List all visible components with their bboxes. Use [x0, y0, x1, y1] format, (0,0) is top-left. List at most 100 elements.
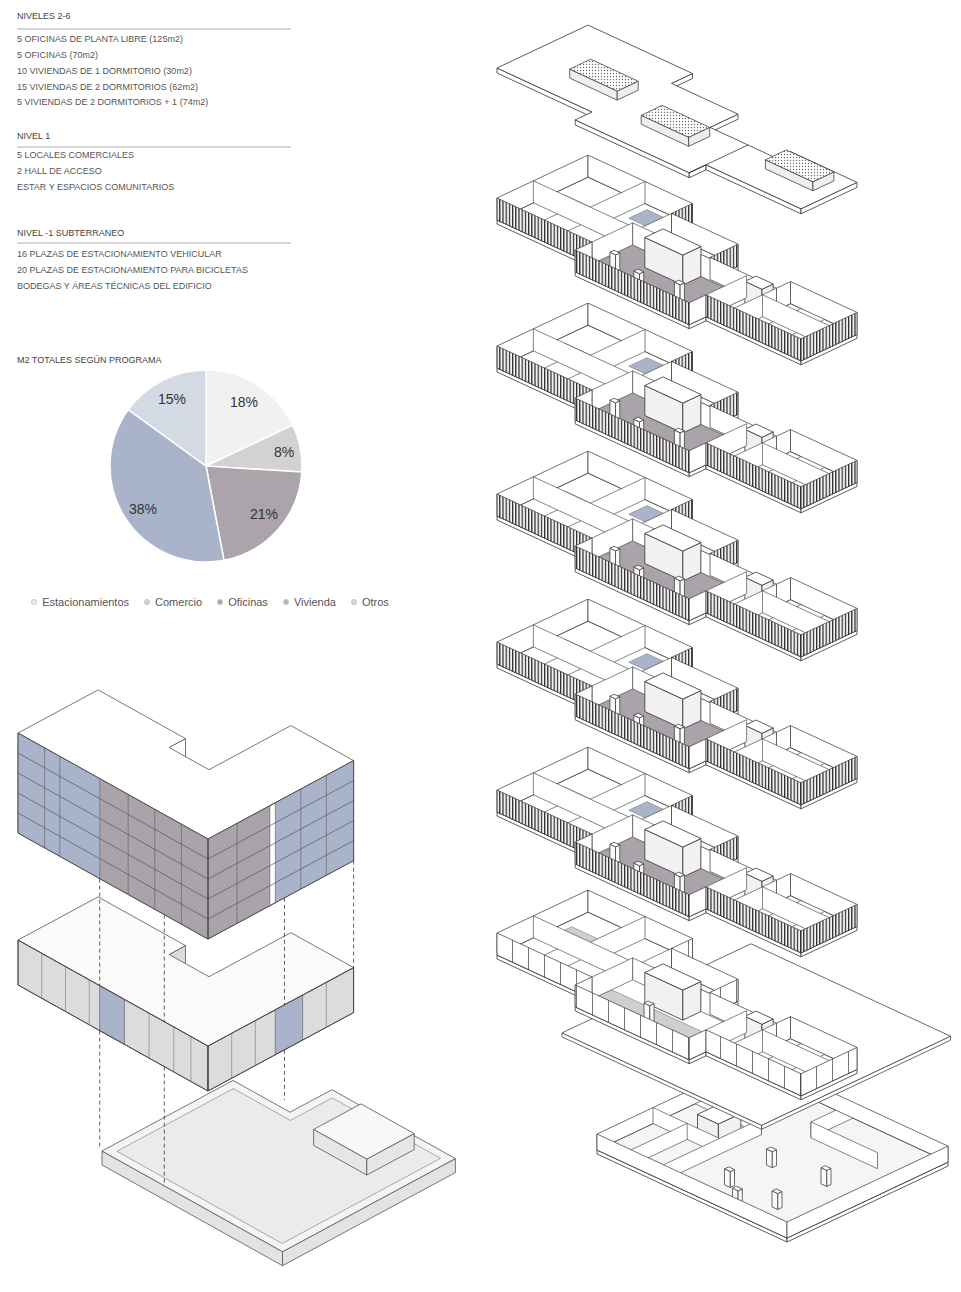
facade-wall [689, 887, 706, 917]
stair-core-top [645, 377, 701, 403]
column-top [674, 280, 684, 285]
legend-swatch [31, 599, 37, 605]
mullion [41, 953, 42, 998]
mullion [154, 809, 155, 909]
volume-edge [208, 968, 354, 1091]
roof-skylight-top [570, 59, 639, 91]
chart-title: M2 TOTALES SEGÚN PROGRAMA [17, 355, 162, 365]
mullion [59, 756, 60, 856]
column-top [674, 724, 684, 729]
facade-wall [689, 591, 706, 621]
mullion [99, 779, 100, 879]
mullion [300, 789, 301, 889]
facade-wall [706, 591, 801, 657]
column-top [674, 428, 684, 433]
program-item: 5 OFICINAS DE PLANTA LIBRE (125m2) [17, 34, 183, 44]
facade-wall [801, 904, 857, 952]
facade-wall [689, 295, 706, 325]
facade-panel [208, 806, 270, 939]
basement-core-top [314, 1104, 415, 1159]
column-side [821, 1168, 827, 1187]
stair-core-top [645, 964, 701, 990]
stair-core-top [645, 229, 701, 255]
column-top [767, 1147, 777, 1152]
facade-wall [706, 443, 801, 509]
facade-panel [18, 733, 100, 879]
heading-rules [17, 29, 291, 243]
mullion [275, 803, 276, 903]
legend-label: Comercio [155, 596, 202, 608]
program-item: 5 LOCALES COMERCIALES [17, 150, 134, 160]
stair-core-top [745, 1011, 773, 1024]
facade-wall [787, 1146, 948, 1238]
column-side [778, 1192, 782, 1210]
stair-core-top [745, 424, 773, 437]
mullion [237, 823, 238, 923]
explode-line [99, 879, 100, 986]
legend-item: Comercio [144, 596, 202, 608]
mullion [44, 748, 45, 848]
facade-wall [706, 295, 801, 361]
facade-wall [801, 312, 857, 360]
roof-skylight-top [765, 150, 834, 182]
stair-core-top [645, 821, 701, 847]
mullion [326, 775, 327, 875]
column-top [610, 842, 620, 847]
facade-panel [275, 995, 302, 1055]
column-side [725, 1169, 731, 1188]
mullion [255, 1021, 256, 1066]
percentage-label: 15% [158, 391, 186, 407]
program-item: ESTAR Y ESPACIOS COMUNITARIOS [17, 182, 174, 192]
facade-wall [575, 546, 689, 621]
column-top [674, 576, 684, 581]
program-item: 5 OFICINAS (70m2) [17, 50, 98, 60]
legend-label: Oficinas [228, 596, 268, 608]
stair-core-top [745, 720, 773, 733]
column-top [772, 1189, 782, 1194]
facade-wall [597, 1134, 787, 1238]
column-top [644, 1001, 654, 1006]
legend-swatch [144, 599, 150, 605]
heading-rule [17, 243, 291, 244]
mullion [231, 1033, 232, 1078]
stair-core-top [645, 525, 701, 551]
facade-wall [801, 1047, 857, 1095]
mullion [89, 980, 90, 1025]
floor-plans-exploded [497, 25, 951, 1242]
facade-wall [706, 887, 801, 953]
floor-line [18, 793, 208, 899]
column-top [821, 1166, 831, 1171]
column-top [610, 398, 620, 403]
legend-swatch [217, 599, 223, 605]
column-top [634, 417, 644, 422]
partition-wall [811, 1122, 878, 1169]
facade-wall [689, 739, 706, 769]
mullion [326, 982, 327, 1027]
roof-joint [689, 145, 748, 173]
column-top [674, 872, 684, 877]
explode-line [164, 915, 165, 1022]
column-side [730, 1170, 734, 1188]
legend-item: Estacionamientos [31, 596, 129, 608]
explode-line [284, 898, 285, 1005]
mullion [269, 806, 270, 906]
facade-panel [100, 779, 208, 939]
column-top [634, 713, 644, 718]
mullion [149, 1013, 150, 1058]
facade-wall [575, 250, 689, 325]
level-heading: NIVEL 1 [17, 131, 50, 141]
basement-floor [117, 1089, 441, 1244]
canopy-top [562, 944, 951, 1126]
floor-line [208, 801, 354, 879]
legend: EstacionamientosComercioOficinasVivienda… [31, 596, 389, 608]
column-top [634, 861, 644, 866]
percentage-label: 38% [129, 501, 157, 517]
floor-line [208, 821, 354, 899]
stair-core-top [645, 673, 701, 699]
facade-wall [575, 842, 689, 917]
floor-line [18, 813, 208, 919]
program-item: 15 VIVIENDAS DE 2 DORMITORIOS (62m2) [17, 82, 198, 92]
